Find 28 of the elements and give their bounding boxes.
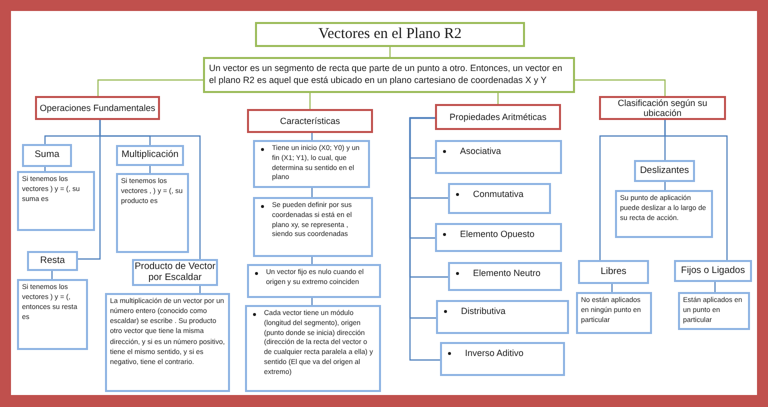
title-box: Vectores en el Plano R2 <box>255 22 525 47</box>
category-box: Propiedades Aritméticas <box>435 104 561 130</box>
property-box: Conmutativa <box>448 183 551 214</box>
property-box: Asociativa <box>435 140 562 174</box>
connector-line <box>714 282 716 292</box>
topic-box: Suma <box>22 144 72 167</box>
topic-box: Fijos o Ligados <box>674 260 752 282</box>
connector-line <box>664 120 728 260</box>
topic-box: Libres <box>578 260 649 284</box>
topic-box: Producto de Vector por Escaldar <box>132 259 218 286</box>
topic-box: Multiplicación <box>116 145 184 166</box>
connector-line <box>97 79 203 96</box>
connector-line <box>409 117 440 361</box>
definition-box: Un vector es un segmento de recta que parte de un punto a otro. Entonces, un vector en el plano R2 es aquel que está ubicado en un plano cartesiano de coordenadas X y Y <box>203 57 575 93</box>
category-box: Operaciones Fundamentales <box>35 96 160 120</box>
property-box: Inverso Aditivo <box>440 342 565 376</box>
property-box: Distributiva <box>436 300 569 334</box>
property-box: Elemento Opuesto <box>435 223 562 252</box>
connector-line <box>575 79 666 96</box>
topic-box: Deslizantes <box>634 160 695 182</box>
topic-box: Resta <box>27 251 78 271</box>
connector-line <box>309 93 311 109</box>
connector-line <box>78 120 101 260</box>
property-box: Elemento Neutro <box>448 262 562 291</box>
connector-line <box>497 93 499 104</box>
connector-line <box>389 47 391 57</box>
category-box: Clasificación según su ubicación <box>599 96 726 120</box>
category-box: Características <box>247 109 373 133</box>
